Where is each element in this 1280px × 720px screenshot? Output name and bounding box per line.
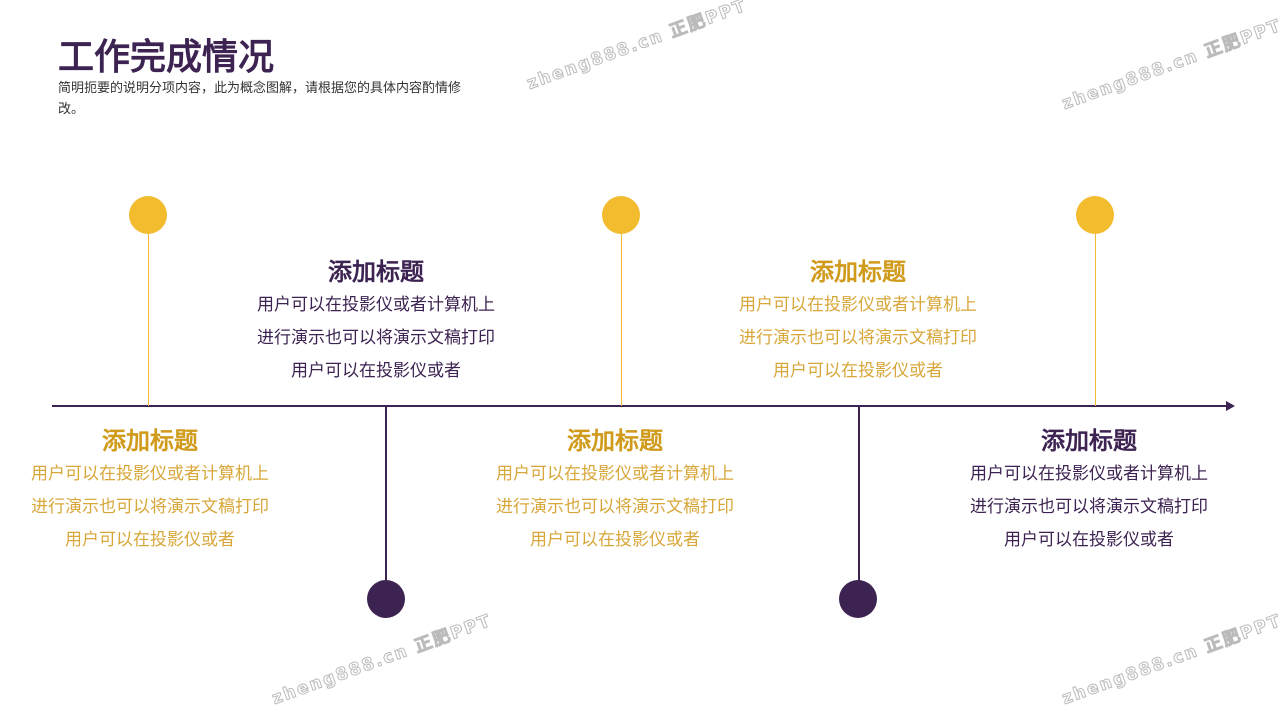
watermark: zheng888.cn 正肥PPT (269, 610, 495, 709)
item-text: 用户可以在投影仪或者计算机上 (496, 464, 734, 484)
milestone-dot (602, 196, 640, 234)
item-text: 用户可以在投影仪或者 (530, 530, 700, 550)
item-text: 用户可以在投影仪或者计算机上 (31, 464, 269, 484)
item-title: 添加标题 (810, 258, 906, 286)
item-text: 进行演示也可以将演示文稿打印 (31, 497, 269, 517)
connector-line (1095, 234, 1096, 406)
item-text: 进行演示也可以将演示文稿打印 (496, 497, 734, 517)
timeline-item-3: 添加标题 用户可以在投影仪或者计算机上 进行演示也可以将演示文稿打印 用户可以在… (465, 424, 765, 557)
item-title: 添加标题 (328, 258, 424, 286)
item-text: 进行演示也可以将演示文稿打印 (739, 328, 977, 348)
timeline-axis (52, 405, 1228, 407)
item-text: 用户可以在投影仪或者计算机上 (257, 295, 495, 315)
connector-line (148, 234, 149, 406)
milestone-dot (839, 580, 877, 618)
watermark: zheng888.cn 正肥PPT (524, 0, 750, 94)
page-title: 工作完成情况 (58, 37, 275, 78)
timeline-item-1: 添加标题 用户可以在投影仪或者计算机上 进行演示也可以将演示文稿打印 用户可以在… (0, 424, 300, 557)
item-text: 用户可以在投影仪或者计算机上 (970, 464, 1208, 484)
item-text: 用户可以在投影仪或者计算机上 (739, 295, 977, 315)
milestone-dot (129, 196, 167, 234)
connector-line (621, 234, 622, 406)
milestone-dot (1076, 196, 1114, 234)
item-text: 用户可以在投影仪或者 (65, 530, 235, 550)
timeline-item-5: 添加标题 用户可以在投影仪或者计算机上 进行演示也可以将演示文稿打印 用户可以在… (939, 424, 1239, 557)
milestone-dot (367, 580, 405, 618)
watermark: zheng888.cn 正肥PPT (1059, 610, 1280, 709)
page-subtitle: 简明扼要的说明分项内容，此为概念图解，请根据您的具体内容酌情修改。 (58, 81, 462, 117)
item-text: 用户可以在投影仪或者 (773, 361, 943, 381)
timeline-arrow-icon (1226, 401, 1235, 411)
item-title: 添加标题 (102, 427, 198, 455)
timeline-item-4: 添加标题 用户可以在投影仪或者计算机上 进行演示也可以将演示文稿打印 用户可以在… (708, 255, 1008, 388)
connector-line (385, 406, 387, 582)
item-text: 用户可以在投影仪或者 (291, 361, 461, 381)
item-title: 添加标题 (1041, 427, 1137, 455)
item-text: 进行演示也可以将演示文稿打印 (970, 497, 1208, 517)
watermark: zheng888.cn 正肥PPT (1059, 15, 1280, 114)
item-title: 添加标题 (567, 427, 663, 455)
item-text: 用户可以在投影仪或者 (1004, 530, 1174, 550)
timeline-item-2: 添加标题 用户可以在投影仪或者计算机上 进行演示也可以将演示文稿打印 用户可以在… (226, 255, 526, 388)
item-text: 进行演示也可以将演示文稿打印 (257, 328, 495, 348)
connector-line (858, 406, 860, 582)
